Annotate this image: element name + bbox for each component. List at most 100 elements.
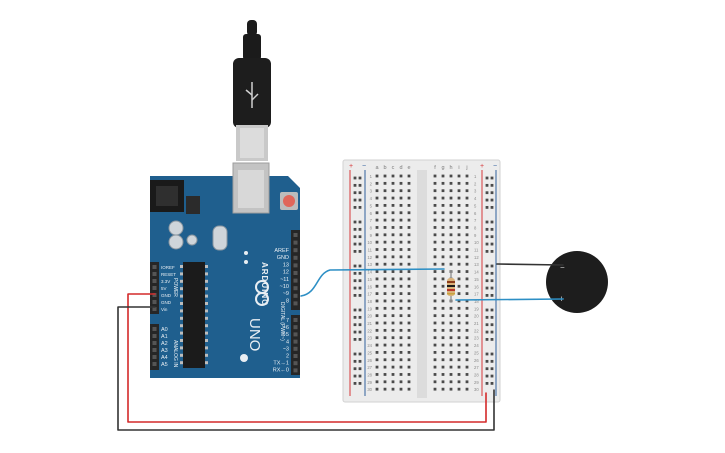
breadboard-hole[interactable]: [383, 211, 387, 215]
breadboard-hole[interactable]: [449, 226, 453, 229]
rail-hole[interactable]: [485, 191, 489, 195]
breadboard-hole[interactable]: [391, 387, 395, 391]
breadboard-hole[interactable]: [441, 189, 445, 193]
breadboard-hole[interactable]: [375, 380, 379, 384]
breadboard-hole[interactable]: [441, 233, 445, 237]
breadboard-hole[interactable]: [383, 248, 387, 251]
rail-hole[interactable]: [358, 294, 362, 297]
breadboard-hole[interactable]: [375, 189, 379, 193]
breadboard-hole[interactable]: [433, 365, 437, 369]
rail-hole[interactable]: [353, 250, 357, 253]
breadboard-hole[interactable]: [457, 226, 461, 229]
breadboard-hole[interactable]: [375, 204, 379, 207]
breadboard-hole[interactable]: [383, 328, 387, 332]
breadboard-hole[interactable]: [407, 358, 411, 362]
breadboard-hole[interactable]: [383, 255, 387, 259]
breadboard-hole[interactable]: [441, 226, 445, 229]
breadboard-hole[interactable]: [457, 240, 461, 244]
rail-hole[interactable]: [353, 374, 357, 378]
rail-hole[interactable]: [353, 308, 357, 312]
breadboard-hole[interactable]: [449, 174, 453, 178]
breadboard-hole[interactable]: [375, 240, 379, 244]
breadboard-hole[interactable]: [391, 240, 395, 244]
breadboard-hole[interactable]: [375, 174, 379, 178]
breadboard-hole[interactable]: [433, 328, 437, 332]
breadboard-hole[interactable]: [375, 255, 379, 259]
breadboard-hole[interactable]: [383, 336, 387, 340]
rail-hole[interactable]: [490, 374, 494, 378]
analog-header[interactable]: [150, 324, 159, 370]
rail-hole[interactable]: [490, 330, 494, 334]
rail-hole[interactable]: [353, 294, 357, 297]
rail-hole[interactable]: [358, 250, 362, 253]
reset-button[interactable]: [283, 195, 295, 207]
breadboard-hole[interactable]: [449, 248, 453, 251]
wire-gnd-to-minus-rail[interactable]: [117, 306, 495, 431]
breadboard-hole[interactable]: [465, 343, 469, 347]
breadboard-hole[interactable]: [449, 262, 453, 266]
rail-hole[interactable]: [490, 242, 494, 246]
breadboard-hole[interactable]: [433, 240, 437, 244]
rail-hole[interactable]: [358, 191, 362, 195]
breadboard-hole[interactable]: [433, 270, 437, 273]
breadboard-hole[interactable]: [457, 284, 461, 288]
rail-hole[interactable]: [485, 367, 489, 371]
breadboard-hole[interactable]: [391, 248, 395, 251]
breadboard-hole[interactable]: [449, 351, 453, 354]
breadboard-hole[interactable]: [399, 226, 403, 229]
breadboard-hole[interactable]: [399, 336, 403, 340]
breadboard-hole[interactable]: [399, 284, 403, 288]
breadboard-hole[interactable]: [407, 255, 411, 259]
breadboard-hole[interactable]: [457, 270, 461, 273]
breadboard-hole[interactable]: [375, 292, 379, 295]
breadboard-hole[interactable]: [391, 189, 395, 193]
breadboard-hole[interactable]: [457, 328, 461, 332]
rail-hole[interactable]: [490, 264, 494, 268]
rail-hole[interactable]: [358, 352, 362, 356]
breadboard-hole[interactable]: [457, 299, 461, 303]
breadboard-hole[interactable]: [383, 277, 387, 281]
breadboard-hole[interactable]: [383, 174, 387, 178]
breadboard-hole[interactable]: [449, 336, 453, 340]
rail-hole[interactable]: [485, 359, 489, 363]
breadboard-hole[interactable]: [399, 233, 403, 237]
rail-hole[interactable]: [490, 294, 494, 297]
breadboard-hole[interactable]: [449, 373, 453, 376]
breadboard-hole[interactable]: [399, 292, 403, 295]
rail-hole[interactable]: [358, 367, 362, 371]
breadboard-hole[interactable]: [441, 181, 445, 185]
breadboard-hole[interactable]: [407, 351, 411, 354]
breadboard-hole[interactable]: [383, 284, 387, 288]
breadboard-hole[interactable]: [375, 299, 379, 303]
rail-hole[interactable]: [358, 359, 362, 363]
rail-hole[interactable]: [490, 367, 494, 371]
breadboard-hole[interactable]: [375, 336, 379, 340]
breadboard-holes[interactable]: [353, 174, 494, 391]
breadboard-hole[interactable]: [433, 336, 437, 340]
breadboard-hole[interactable]: [383, 196, 387, 200]
breadboard-hole[interactable]: [433, 343, 437, 347]
rail-hole[interactable]: [485, 220, 489, 224]
rail-hole[interactable]: [353, 264, 357, 268]
breadboard-hole[interactable]: [391, 277, 395, 281]
breadboard-hole[interactable]: [465, 380, 469, 384]
breadboard-hole[interactable]: [407, 336, 411, 340]
breadboard-hole[interactable]: [407, 277, 411, 281]
rail-hole[interactable]: [353, 235, 357, 239]
breadboard-hole[interactable]: [383, 306, 387, 310]
rail-hole[interactable]: [490, 176, 494, 180]
breadboard-hole[interactable]: [407, 292, 411, 295]
breadboard-hole[interactable]: [375, 277, 379, 281]
breadboard-hole[interactable]: [399, 358, 403, 362]
breadboard-hole[interactable]: [407, 321, 411, 325]
breadboard-hole[interactable]: [375, 373, 379, 376]
breadboard-hole[interactable]: [457, 358, 461, 362]
breadboard-hole[interactable]: [465, 248, 469, 251]
rail-hole[interactable]: [353, 183, 357, 187]
breadboard-hole[interactable]: [457, 233, 461, 237]
breadboard-hole[interactable]: [457, 255, 461, 259]
breadboard-hole[interactable]: [457, 196, 461, 200]
breadboard-hole[interactable]: [391, 343, 395, 347]
breadboard-hole[interactable]: [407, 218, 411, 222]
